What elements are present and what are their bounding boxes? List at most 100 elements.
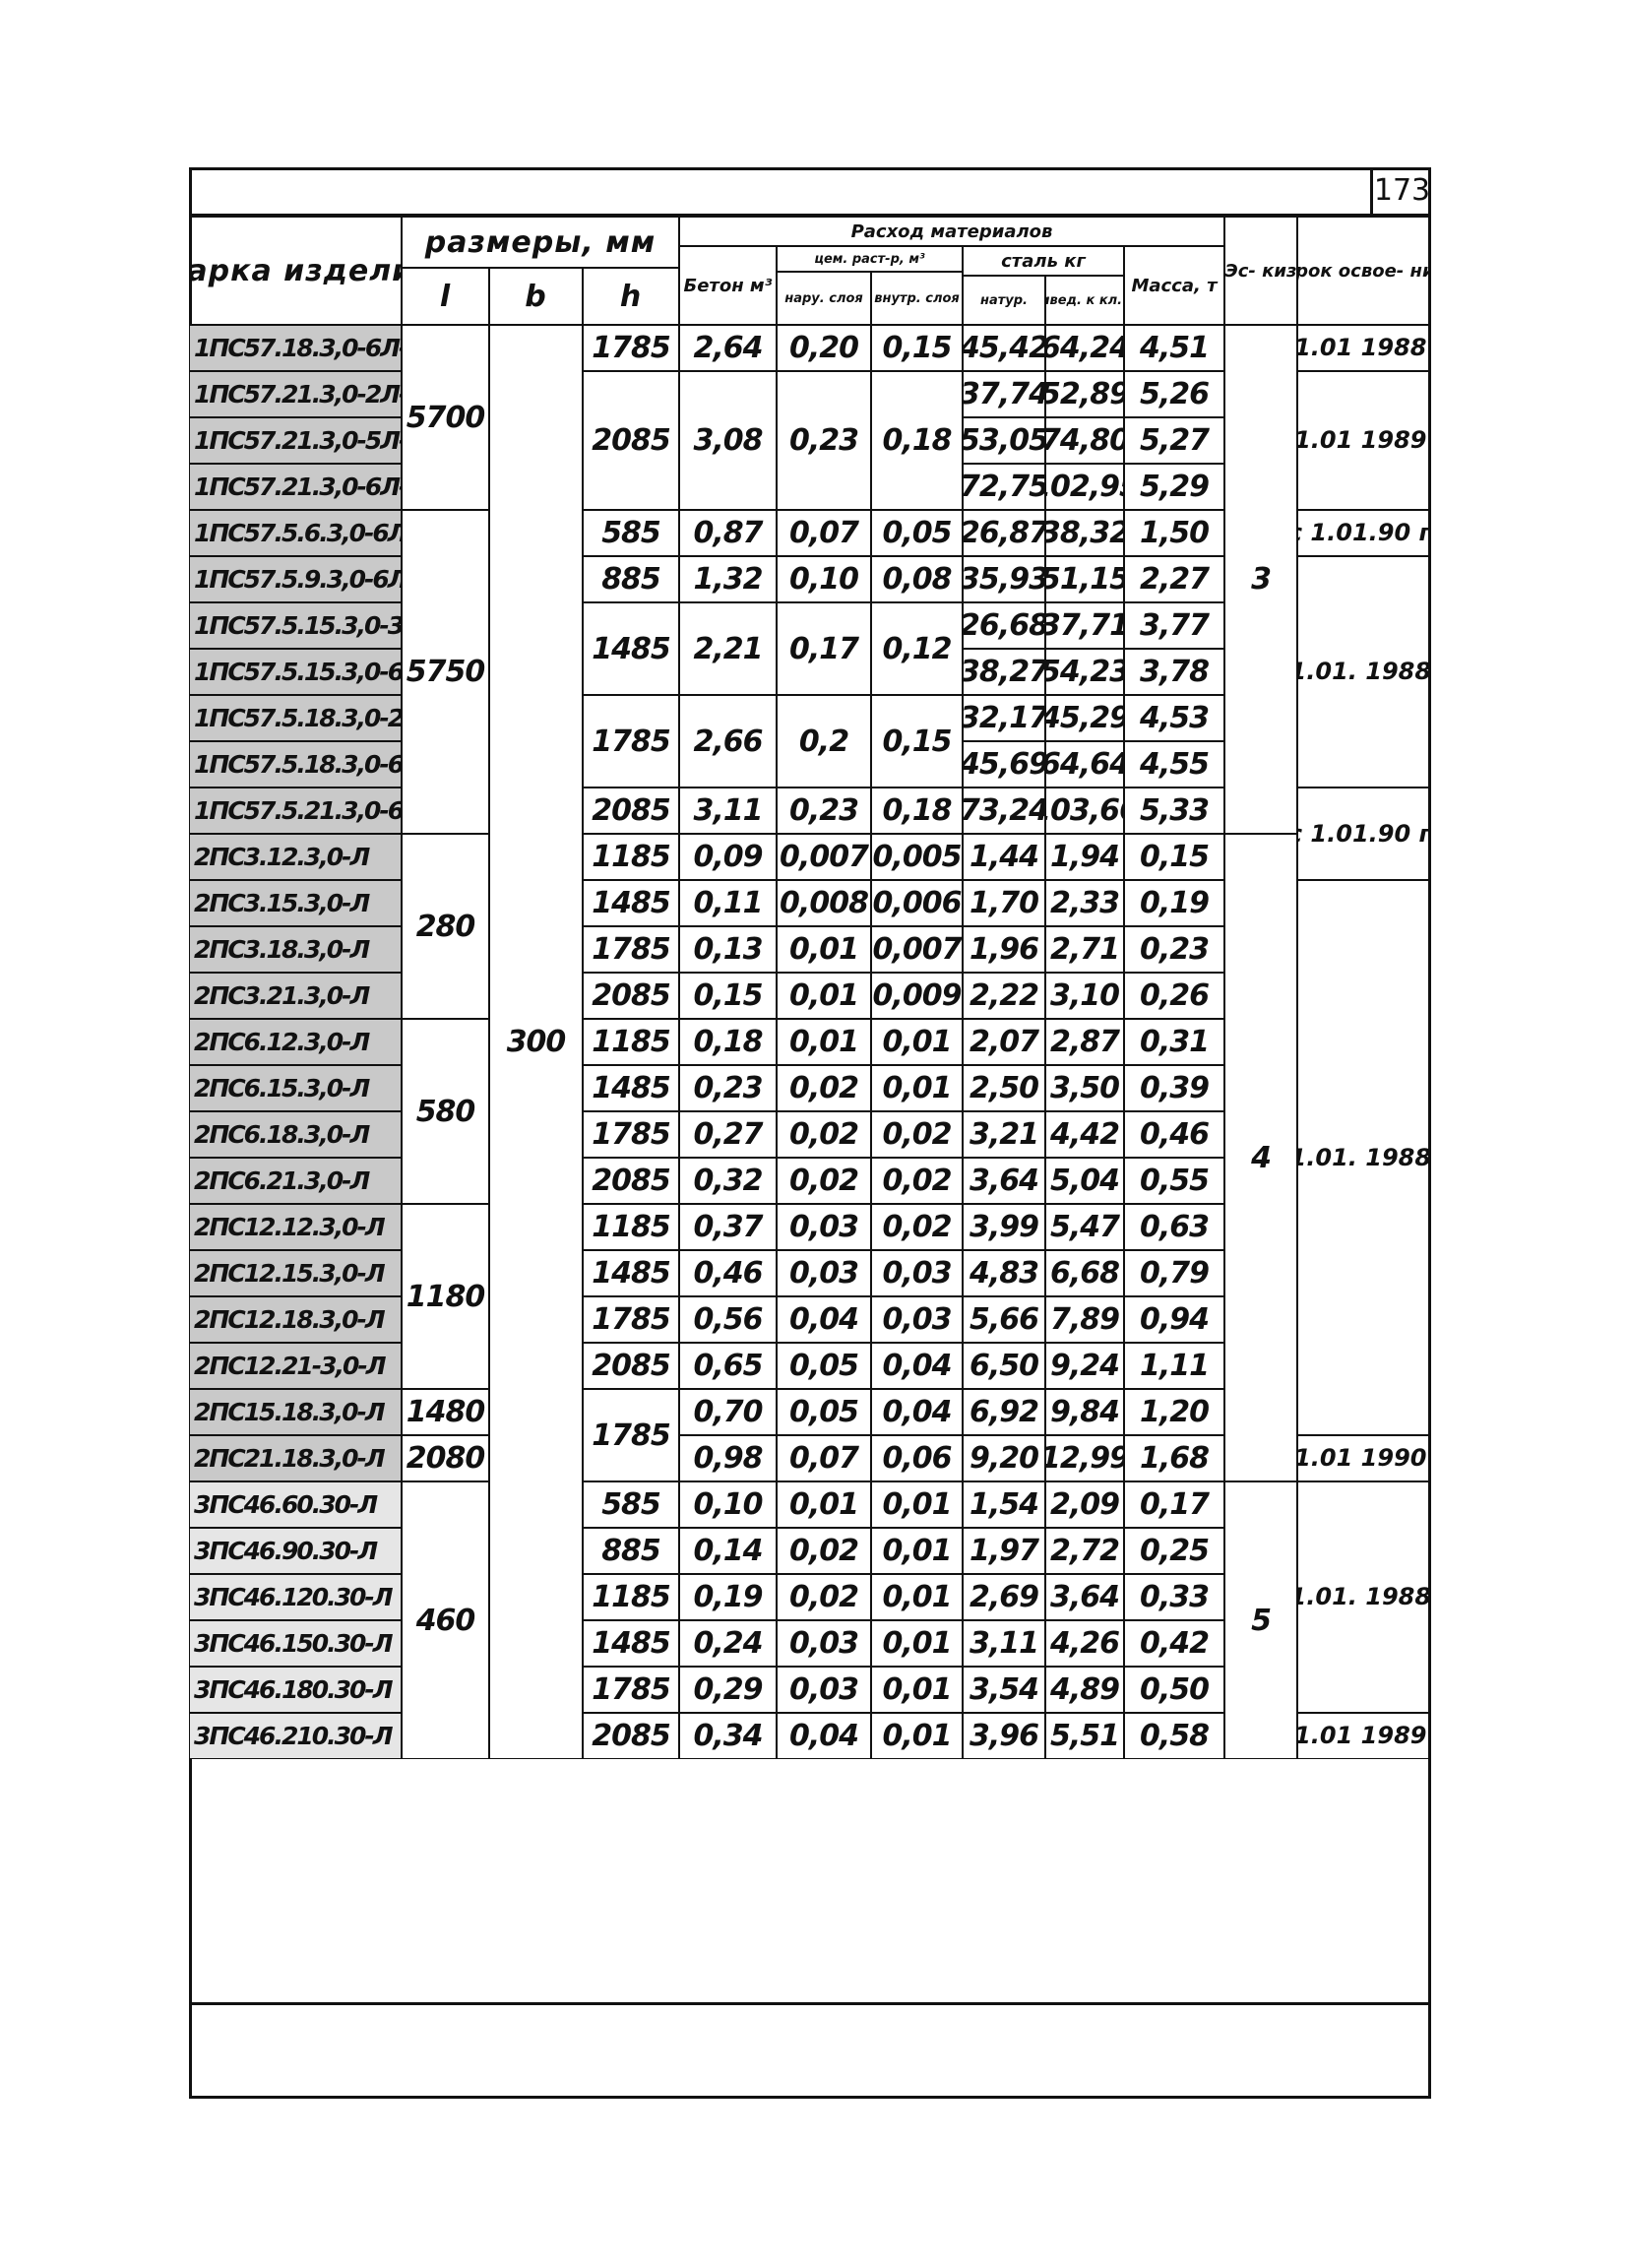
table-cell-outer: 0,02 — [777, 1065, 871, 1111]
table-cell-inner: 0,02 — [871, 1158, 963, 1204]
table-cell-l: 1180 — [402, 1204, 489, 1389]
table-cell-steel-reduced: 4,42 — [1045, 1111, 1124, 1158]
table-row-mark: 2ПС12.18.3,0-Л — [189, 1296, 402, 1343]
table-row-mark: 3ПС46.120.30-Л — [189, 1574, 402, 1620]
table-row-mark: 3ПС46.90.30-Л — [189, 1528, 402, 1574]
table-cell-concrete: 0,19 — [679, 1574, 777, 1620]
table-cell-steel-natural: 53,05 — [963, 417, 1045, 464]
table-cell-outer: 0,01 — [777, 973, 871, 1019]
table-cell-concrete: 0,29 — [679, 1667, 777, 1713]
table-cell-mass: 0,26 — [1124, 973, 1224, 1019]
table-cell-concrete: 0,37 — [679, 1204, 777, 1250]
table-row-mark: 1ПС57.18.3,0-6Л-2 — [189, 325, 402, 371]
table-cell-steel-natural: 6,50 — [963, 1343, 1045, 1389]
table-cell-outer: 0,23 — [777, 371, 871, 510]
table-cell-concrete: 0,32 — [679, 1158, 777, 1204]
table-row-mark: 2ПС12.15.3,0-Л — [189, 1250, 402, 1296]
table-cell-h: 885 — [583, 1528, 679, 1574]
table-cell-steel-reduced: 2,09 — [1045, 1481, 1124, 1528]
table-cell-steel-reduced: 4,26 — [1045, 1620, 1124, 1667]
table-cell-mass: 2,27 — [1124, 556, 1224, 602]
table-cell-h: 1185 — [583, 1019, 679, 1065]
table-cell-l: 280 — [402, 834, 489, 1019]
table-cell-h: 1785 — [583, 1389, 679, 1481]
table-cell-concrete: 0,98 — [679, 1435, 777, 1481]
table-cell-concrete: 0,87 — [679, 510, 777, 556]
table-cell-steel-natural: 2,22 — [963, 973, 1045, 1019]
header-consumption: Расход материалов — [679, 217, 1224, 246]
table-cell-steel-natural: 32,17 — [963, 695, 1045, 741]
table-cell-steel-natural: 1,97 — [963, 1528, 1045, 1574]
table-row-mark: 1ПС57.21.3,0-6Л-2 — [189, 464, 402, 510]
table-cell-mass: 3,77 — [1124, 602, 1224, 649]
table-cell-inner: 0,01 — [871, 1528, 963, 1574]
table-cell-mass: 0,15 — [1124, 834, 1224, 880]
table-cell-outer: 0,01 — [777, 1019, 871, 1065]
table-cell-steel-reduced: 4,89 — [1045, 1667, 1124, 1713]
table-cell-mass: 1,50 — [1124, 510, 1224, 556]
table-row-mark: 3ПС46.150.30-Л — [189, 1620, 402, 1667]
table-cell-mass: 1,68 — [1124, 1435, 1224, 1481]
table-cell-steel-natural: 1,44 — [963, 834, 1045, 880]
table-cell-steel-natural: 35,93 — [963, 556, 1045, 602]
table-cell-inner: 0,04 — [871, 1343, 963, 1389]
table-cell-term: с 1.01. 1988 г. — [1297, 880, 1431, 1435]
table-cell-outer: 0,04 — [777, 1713, 871, 1759]
table-cell-steel-natural: 37,74 — [963, 371, 1045, 417]
table-cell-inner: 0,06 — [871, 1435, 963, 1481]
table-cell-outer: 0,02 — [777, 1528, 871, 1574]
table-cell-steel-reduced: 64,64 — [1045, 741, 1124, 788]
header-mass: Масса, т — [1124, 246, 1224, 325]
table-cell-h: 1785 — [583, 1296, 679, 1343]
table-cell-steel-natural: 6,92 — [963, 1389, 1045, 1435]
table-cell-inner: 0,15 — [871, 695, 963, 788]
table-cell-steel-reduced: 102,95 — [1045, 464, 1124, 510]
header-sketch: Эс- киз — [1224, 217, 1297, 325]
table-cell-outer: 0,03 — [777, 1204, 871, 1250]
table-cell-steel-natural: 4,83 — [963, 1250, 1045, 1296]
table-cell-steel-natural: 3,11 — [963, 1620, 1045, 1667]
table-cell-concrete: 0,65 — [679, 1343, 777, 1389]
table-cell-steel-reduced: 45,29 — [1045, 695, 1124, 741]
table-cell-outer: 0,04 — [777, 1296, 871, 1343]
page-number: 173 — [1370, 167, 1431, 214]
table-cell-outer: 0,02 — [777, 1158, 871, 1204]
table-cell-mass: 0,55 — [1124, 1158, 1224, 1204]
table-cell-steel-natural: 26,87 — [963, 510, 1045, 556]
table-cell-h: 1485 — [583, 602, 679, 695]
header-term: Срок освое- ния — [1297, 217, 1431, 325]
table-cell-steel-natural: 5,66 — [963, 1296, 1045, 1343]
table-cell-steel-natural: 1,70 — [963, 880, 1045, 926]
header-binder-inner: внутр. слоя — [871, 272, 963, 325]
table-cell-outer: 0,02 — [777, 1111, 871, 1158]
table-cell-steel-reduced: 37,71 — [1045, 602, 1124, 649]
table-row-mark: 1ПС57.5.6.3,0-6Л-2 — [189, 510, 402, 556]
table-row-mark: 3ПС46.210.30-Л — [189, 1713, 402, 1759]
table-cell-h: 1785 — [583, 926, 679, 973]
table-cell-outer: 0,2 — [777, 695, 871, 788]
table-cell-outer: 0,10 — [777, 556, 871, 602]
table-cell-mass: 0,94 — [1124, 1296, 1224, 1343]
table-cell-inner: 0,02 — [871, 1204, 963, 1250]
table-cell-h: 1485 — [583, 1620, 679, 1667]
table-cell-steel-natural: 2,07 — [963, 1019, 1045, 1065]
table-cell-term: с 1.01 1990 г. — [1297, 1435, 1431, 1481]
table-cell-mass: 0,19 — [1124, 880, 1224, 926]
table-cell-mass: 0,23 — [1124, 926, 1224, 973]
table-cell-steel-natural: 45,69 — [963, 741, 1045, 788]
table-cell-concrete: 0,27 — [679, 1111, 777, 1158]
table-cell-concrete: 0,09 — [679, 834, 777, 880]
table-cell-outer: 0,20 — [777, 325, 871, 371]
table-cell-steel-reduced: 103,66 — [1045, 788, 1124, 834]
table-cell-outer: 0,01 — [777, 1481, 871, 1528]
table-cell-inner: 0,12 — [871, 602, 963, 695]
table-cell-steel-natural: 2,69 — [963, 1574, 1045, 1620]
table-cell-h: 2085 — [583, 973, 679, 1019]
table-cell-steel-natural: 3,21 — [963, 1111, 1045, 1158]
table-cell-term: с 1.01 1988 г. — [1297, 325, 1431, 371]
table-cell-concrete: 0,14 — [679, 1528, 777, 1574]
header-steel-natural: натур. — [963, 276, 1045, 325]
table-cell-b: 300 — [489, 325, 583, 1759]
table-cell-outer: 0,07 — [777, 510, 871, 556]
table-cell-steel-reduced: 5,04 — [1045, 1158, 1124, 1204]
